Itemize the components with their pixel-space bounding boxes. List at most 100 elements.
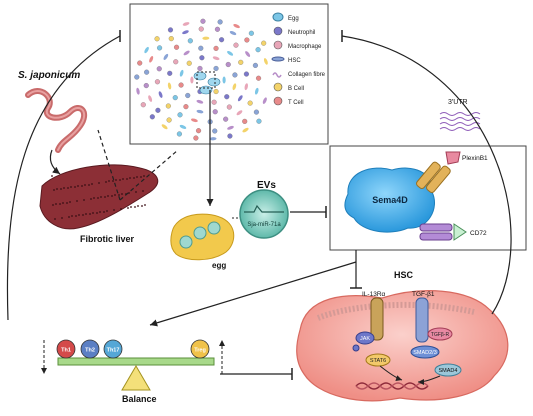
fibrosis-dot [96,212,98,214]
legend-swatch-0 [272,12,284,22]
granuloma-cell [227,133,233,139]
granuloma-cell [172,95,178,101]
granuloma-cell [233,24,240,29]
fibrosis-dot [135,191,137,193]
legend-swatch-6 [273,96,283,106]
fibrosis-dot [107,195,109,197]
granuloma-cell [247,100,253,106]
fibrosis-dot [60,188,62,190]
granuloma-cell [253,109,259,115]
fibrosis-dot [59,203,61,205]
granuloma-cell [163,53,169,60]
tgfb-receptor [415,297,429,343]
granuloma-cell [262,97,267,104]
fibrosis-dot [111,195,113,197]
sema4d-label: Sema4D [372,195,408,205]
granuloma-cell [217,19,223,25]
mirna-strand [244,204,284,213]
granuloma-cell [195,128,202,134]
legend-swatch-2 [273,40,283,50]
fibrosis-dot [56,188,58,190]
stat6-label: STAT6 [370,358,386,364]
feedback-right [341,35,512,315]
granuloma-cell [245,51,251,57]
granuloma-cell [196,109,204,114]
fibrosis-dot [119,179,121,181]
granuloma-cell [198,45,204,51]
utr-label: 3'UTR [448,99,468,106]
granuloma-cell [196,99,204,104]
legend-label-0: Egg [288,16,299,22]
egg-vesicle-1 [179,235,193,249]
granuloma-cell [254,87,259,95]
granuloma-cell [168,36,174,42]
granuloma-cell [183,104,189,110]
fibrosis-dot [61,217,63,219]
legend-label-4: Collagen fibre [288,72,326,78]
fibrosis-dot [100,196,102,198]
granuloma-cell [242,127,249,133]
granuloma-cell [227,50,234,56]
tgfbr-node [427,327,453,341]
fibrosis-dot [88,184,90,186]
fibrosis-dot [77,185,79,187]
granuloma-cell [236,110,243,116]
jak-node [355,331,375,345]
granuloma-egg [207,77,221,87]
fibrosis-dot [121,193,123,195]
granuloma-cell [143,83,149,89]
fibrosis-dot [83,199,85,201]
fibrosis-dot [140,176,142,178]
egg-label: egg [212,261,226,270]
granuloma-cell [212,56,220,61]
fibrosis-dot [63,187,65,189]
legend-label-1: Neutrophil [288,30,315,36]
tcell-th2 [80,339,100,359]
granuloma-cell [197,65,203,72]
granuloma-cell [182,22,190,26]
fibrosis-dot [106,210,108,212]
granuloma-cell [212,109,218,115]
tcell-label-th17: Th17 [107,348,120,354]
fibrosis-dot [78,214,80,216]
granuloma-cell [158,91,163,98]
fibrosis-dot [118,194,120,196]
granuloma-cells [134,18,268,141]
fibrotic-liver: Fibrotic liver [39,164,159,244]
fibrosis-dot [53,189,55,191]
granuloma-cell [229,31,237,36]
liver-shape [39,164,159,230]
granuloma-cell [222,76,226,84]
granuloma-cell [191,118,198,123]
tcell-label-treg: Treg [194,348,206,354]
legend-label-5: B Cell [288,86,304,92]
fibrosis-dot [92,212,94,214]
granuloma-cell [263,58,268,65]
il13ra-receptor [370,297,384,341]
ev-vesicle [239,189,289,239]
fibrosis-dot [144,204,146,206]
granuloma-cell [209,137,217,141]
granuloma-cell [176,131,182,137]
fibrosis-dot [126,178,128,180]
fibrosis-dot [69,201,71,203]
tcell-th1 [56,339,76,359]
zoom-line-2 [119,149,179,201]
granuloma-cell [167,70,173,76]
legend-label-2: Macrophage [288,44,322,50]
fibrosis-dot [141,205,143,207]
granuloma-cell [211,99,217,105]
feedback-left [6,35,121,321]
granuloma-cell [185,92,191,99]
granuloma-cell [140,102,146,108]
fibrosis-dot [82,214,84,216]
fibrosis-dot [84,184,86,186]
granuloma-cell [252,62,258,68]
utr-wave-1 [439,112,481,116]
worm-highlight [27,89,86,151]
granuloma-cell [144,46,149,54]
granuloma-cell [200,18,206,24]
